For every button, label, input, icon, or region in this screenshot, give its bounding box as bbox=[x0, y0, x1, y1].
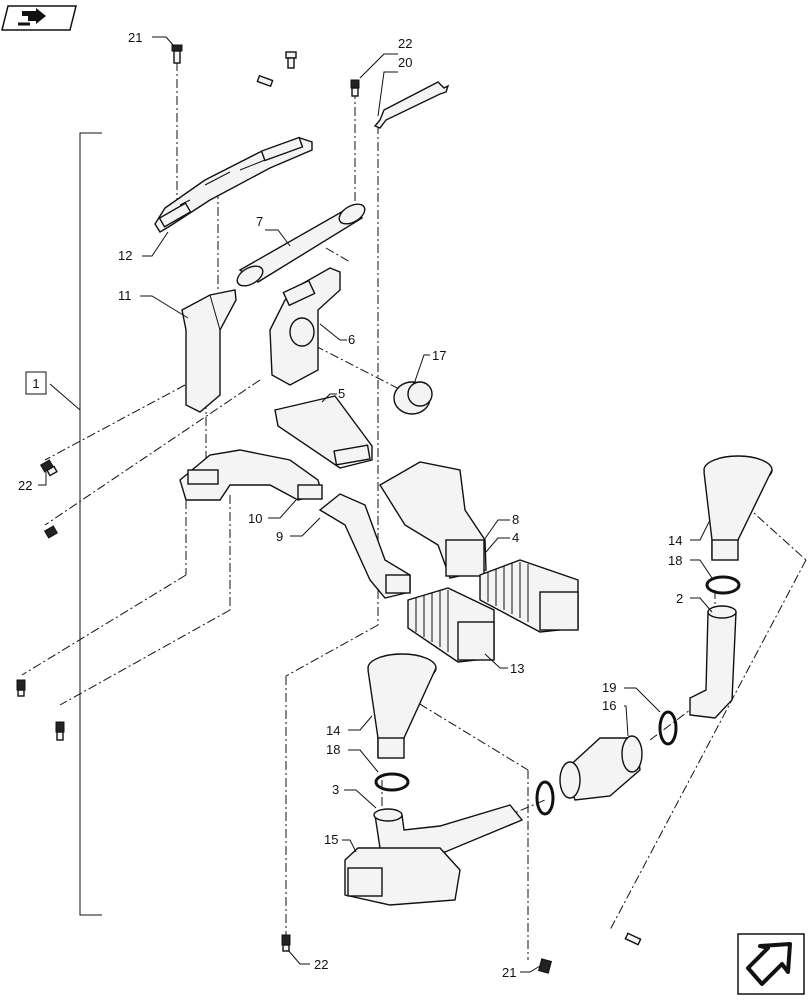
pin-left-bottom bbox=[55, 721, 65, 741]
connector-duct-5 bbox=[274, 395, 373, 469]
label-22-top: 22 bbox=[398, 36, 412, 51]
label-20: 20 bbox=[398, 55, 412, 70]
label-21-top: 21 bbox=[128, 30, 142, 45]
bellows-13 bbox=[407, 587, 495, 663]
screw-21-top bbox=[171, 44, 183, 64]
nozzle-14-right bbox=[703, 455, 773, 561]
label-18-right: 18 bbox=[668, 553, 682, 568]
assembly-centerlines bbox=[21, 62, 807, 960]
lower-duct-15 bbox=[344, 847, 461, 906]
screw-top-middle bbox=[285, 51, 297, 69]
pin-22-top bbox=[350, 79, 360, 97]
label-5: 5 bbox=[338, 386, 345, 401]
label-14-left: 14 bbox=[326, 723, 340, 738]
elbow-duct-6 bbox=[269, 267, 341, 386]
ring-17 bbox=[393, 381, 433, 415]
label-8: 8 bbox=[512, 512, 519, 527]
clamp-18-right bbox=[705, 575, 741, 595]
screw-bottom-right bbox=[624, 932, 642, 946]
nozzle-14-left bbox=[367, 653, 437, 759]
label-22-bottom: 22 bbox=[314, 957, 328, 972]
label-4: 4 bbox=[512, 530, 519, 545]
vertical-duct-11 bbox=[181, 289, 237, 413]
label-13: 13 bbox=[510, 661, 524, 676]
pin-22-bottom bbox=[281, 934, 291, 952]
leader-lines bbox=[38, 36, 713, 973]
large-duct-8 bbox=[379, 461, 487, 579]
front-duct-9 bbox=[318, 493, 411, 599]
label-21-bottom: 21 bbox=[502, 965, 516, 980]
label-2: 2 bbox=[676, 591, 683, 606]
clamp-connector-left bbox=[535, 780, 555, 816]
duct-tube-7 bbox=[236, 203, 366, 287]
forward-arrow-icon[interactable] bbox=[737, 933, 805, 995]
floor-duct-10 bbox=[179, 449, 323, 501]
clamp-19 bbox=[658, 710, 678, 746]
label-11: 11 bbox=[118, 288, 132, 303]
label-3: 3 bbox=[332, 782, 339, 797]
label-17: 17 bbox=[432, 348, 446, 363]
label-19: 19 bbox=[602, 680, 616, 695]
pin-22-left bbox=[39, 459, 58, 477]
bellows-4 bbox=[479, 559, 579, 633]
part-labels: 21 22 20 7 12 11 6 17 5 22 10 9 8 4 14 1… bbox=[18, 30, 683, 980]
label-22-left: 22 bbox=[18, 478, 32, 493]
label-16: 16 bbox=[602, 698, 616, 713]
top-vent-12 bbox=[154, 136, 313, 233]
screw-21-bottom bbox=[538, 958, 552, 974]
label-10: 10 bbox=[248, 511, 262, 526]
assembly-bracket: 1 bbox=[25, 132, 102, 916]
back-arrow-icon[interactable] bbox=[1, 5, 77, 31]
assembly-label: 1 bbox=[32, 376, 39, 391]
clamp-18-left bbox=[374, 772, 410, 792]
label-9: 9 bbox=[276, 529, 283, 544]
label-15: 15 bbox=[324, 832, 338, 847]
bracket-20 bbox=[373, 81, 450, 129]
connector-16 bbox=[559, 735, 643, 801]
label-12: 12 bbox=[118, 248, 132, 263]
label-18-left: 18 bbox=[326, 742, 340, 757]
pin-left-lower bbox=[43, 525, 59, 539]
pin-far-left bbox=[16, 679, 26, 697]
screw-top-left-angled bbox=[256, 74, 274, 88]
label-7: 7 bbox=[256, 214, 263, 229]
label-6: 6 bbox=[348, 332, 355, 347]
hose-2 bbox=[689, 605, 737, 719]
label-14-right: 14 bbox=[668, 533, 682, 548]
